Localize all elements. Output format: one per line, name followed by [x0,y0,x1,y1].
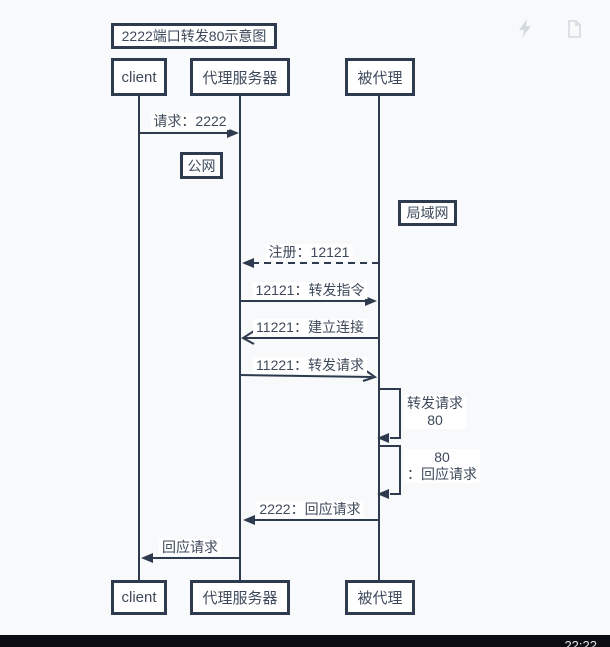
zone-label: 公网 [187,157,216,174]
actor-label: client [121,68,157,86]
arrowhead-right-3 [365,296,377,306]
arrowhead-open-left [241,330,255,345]
message-label-self-respond-80: 80 ：回应请求 [404,449,480,483]
taskbar-clock[interactable]: 22:22 [564,638,597,647]
self-message-line: 转发请求 [407,395,463,411]
message-label-self-forward-80: 转发请求 80 [404,395,466,429]
self-message-line: 80 [434,449,450,465]
diagram-title: 2222端口转发80示意图 [121,28,267,44]
arrowhead-left-2 [242,258,254,268]
actor-box-client-bottom: client [111,580,167,615]
diagram-title-box: 2222端口转发80示意图 [111,23,277,49]
zone-label: 局域网 [406,205,449,221]
actor-box-client-top: client [111,58,167,96]
message-label-register-12121: 注册：12121 [265,244,353,261]
self-loop-respond-80 [379,445,401,495]
arrowhead-open-right [362,369,378,382]
self-message-line: ：回应请求 [407,466,477,482]
top-icon-bar [516,19,586,41]
self-message-line: 80 [427,412,443,428]
lightning-icon[interactable] [517,19,533,39]
actor-label: 被代理 [357,69,403,87]
document-icon[interactable] [566,20,582,38]
message-label-forward-command: 12121：转发指令 [252,282,368,299]
actor-label: client [121,589,157,606]
arrowhead-right-1 [227,128,239,138]
message-label-respond-client: 回应请求 [159,539,221,556]
actor-label: 代理服务器 [202,590,278,607]
zone-public-box: 公网 [180,152,223,179]
message-label-forward-request: 11221：转发请求 [253,357,367,374]
self-loop-forward-80 [379,388,401,439]
message-label-respond-2222: 2222：回应请求 [256,501,364,518]
actor-box-proxy-top: 代理服务器 [190,58,290,96]
actor-box-target-top: 被代理 [345,58,415,96]
arrowhead-self-1 [377,433,389,443]
taskbar[interactable]: 22:22 [0,635,610,647]
arrowhead-self-2 [377,489,389,499]
actor-label: 被代理 [357,590,403,607]
actor-box-target-bottom: 被代理 [345,580,415,615]
arrow-forward-request [239,374,373,378]
actor-label: 代理服务器 [202,69,278,87]
zone-lan-box: 局域网 [398,200,457,226]
arrowhead-left-8 [243,515,255,525]
message-label-establish-connection: 11221：建立连接 [253,319,367,336]
message-label-request-2222: 请求：2222 [150,113,230,130]
actor-box-proxy-bottom: 代理服务器 [190,580,290,615]
arrowhead-left-9 [141,553,153,563]
